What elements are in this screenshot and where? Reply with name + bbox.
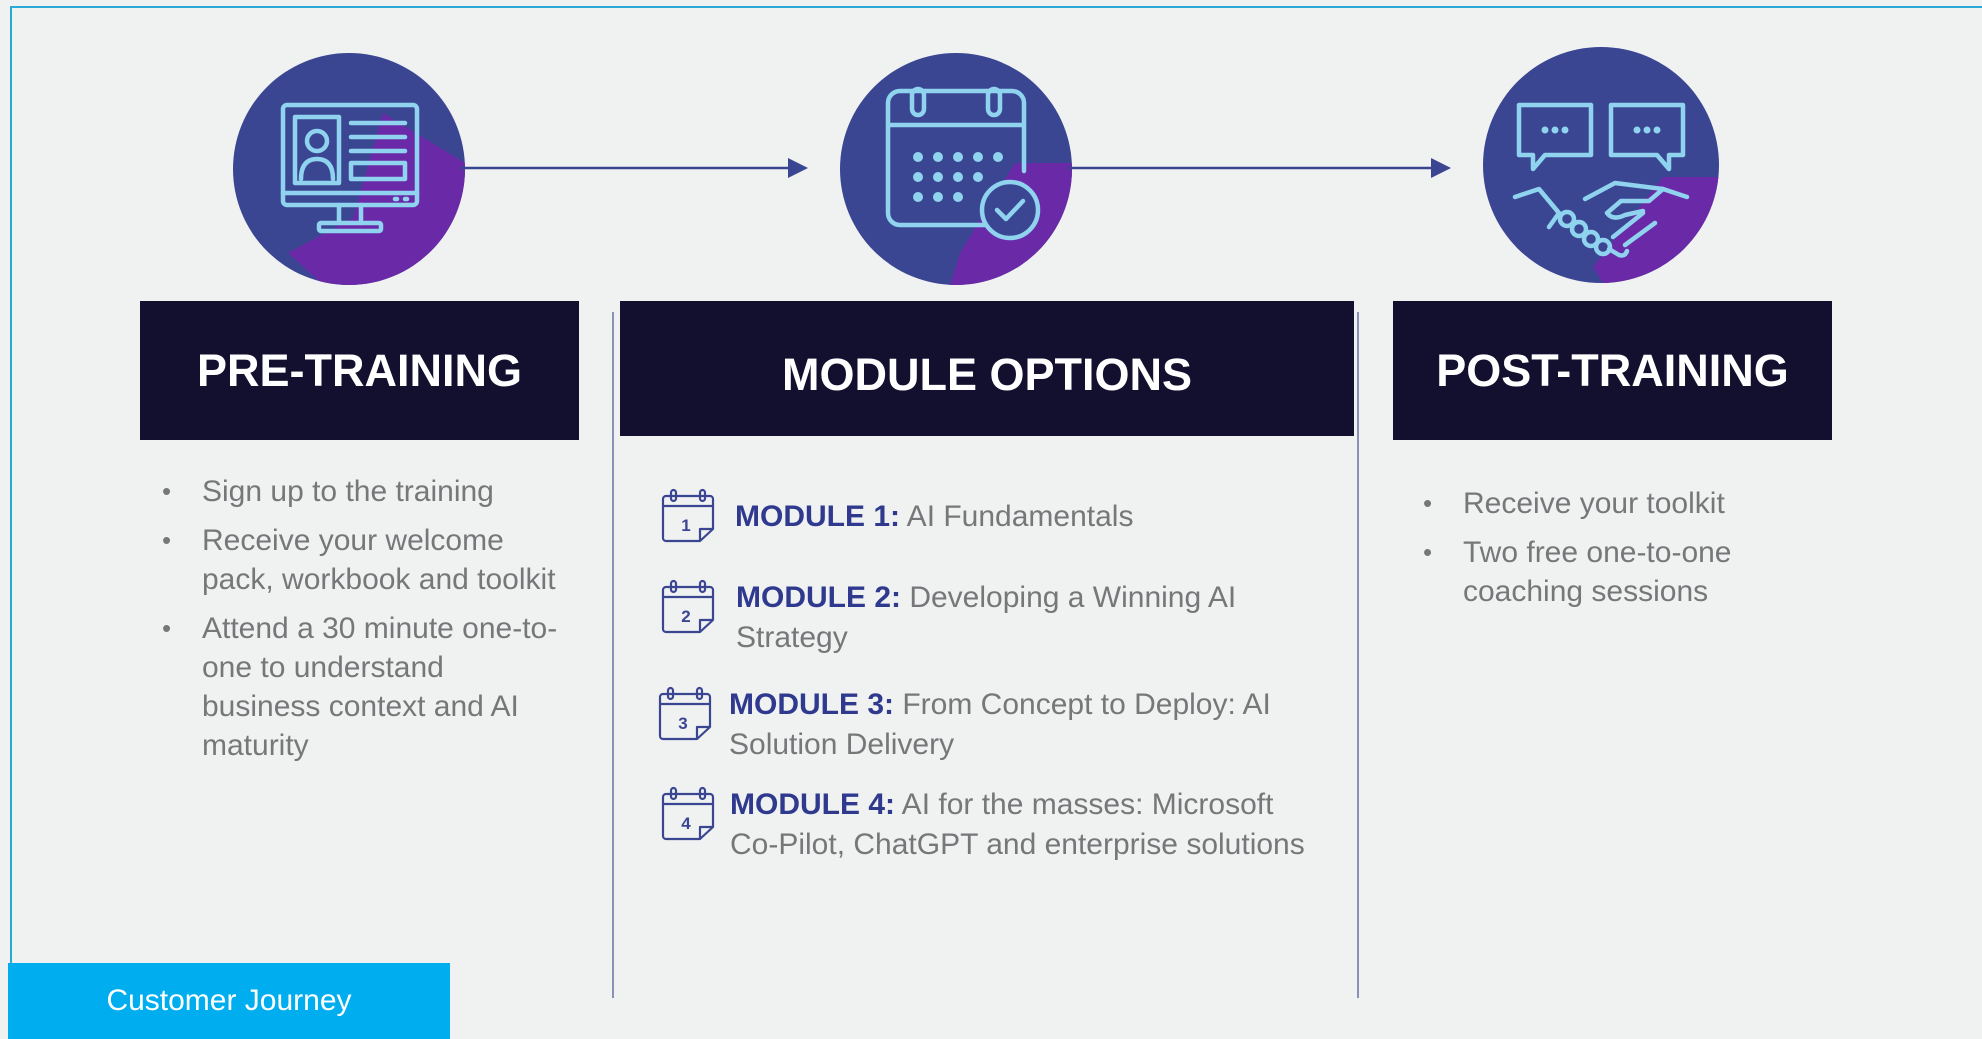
module-text: Developing a Winning AI Strategy [736,581,1237,654]
handshake-chat-icon [1512,102,1690,258]
module-options-title: MODULE OPTIONS [781,348,1192,400]
module-text: AI for the masses: Microsoft Co-Pilot, C… [730,788,1305,861]
calendar-number: 1 [681,516,690,535]
module-item-2: 2 MODULE 2: Developing a Winning AI Stra… [660,578,1320,668]
module-label: MODULE 1: [735,500,900,533]
customer-journey-label: Customer Journey [106,984,352,1017]
module-options-header: MODULE OPTIONS [620,301,1354,436]
calendar-number: 4 [681,814,691,833]
calendar-number: 2 [681,607,690,626]
column-divider-right [1357,312,1359,998]
module-text: From Concept to Deploy: AI Solution Deli… [729,688,1271,761]
module-label: MODULE 4: [730,788,895,821]
post-training-list: Receive your toolkit Two free one-to-one… [1423,484,1803,621]
list-item: Two free one-to-one coaching sessions [1423,533,1803,611]
pre-training-header: PRE-TRAINING [140,301,579,440]
calendar-check-icon [885,86,1041,241]
module-item-1: 1 MODULE 1: AI Fundamentals [660,487,1320,547]
calendar-2-icon: 2 [661,579,715,634]
module-item-3: 3 MODULE 3: From Concept to Deploy: AI S… [657,685,1322,775]
slide-frame [10,6,1982,1039]
list-item: Receive your toolkit [1423,484,1803,523]
module-text: AI Fundamentals [900,500,1134,533]
flow-arrow-2 [1068,158,1451,178]
pre-training-list: Sign up to the training Receive your wel… [162,472,562,775]
post-training-header: POST-TRAINING [1393,301,1832,440]
module-label: MODULE 2: [736,581,901,614]
computer-profile-icon [280,102,420,234]
customer-journey-tab: Customer Journey [8,963,450,1039]
flow-arrow-1 [460,158,808,178]
column-divider-left [612,312,614,998]
pre-training-title: PRE-TRAINING [197,344,522,396]
module-label: MODULE 3: [729,688,894,721]
calendar-3-icon: 3 [658,686,712,741]
pre-training-badge [233,53,465,285]
module-options-badge [840,53,1072,285]
list-item: Sign up to the training [162,472,562,511]
module-item-4: 4 MODULE 4: AI for the masses: Microsoft… [660,785,1325,875]
post-training-badge [1483,47,1719,283]
calendar-4-icon: 4 [661,786,715,841]
list-item: Attend a 30 minute one-to-one to underst… [162,609,562,765]
calendar-number: 3 [678,714,687,733]
calendar-1-icon: 1 [661,488,715,543]
list-item: Receive your welcome pack, workbook and … [162,521,562,599]
post-training-title: POST-TRAINING [1436,344,1789,396]
